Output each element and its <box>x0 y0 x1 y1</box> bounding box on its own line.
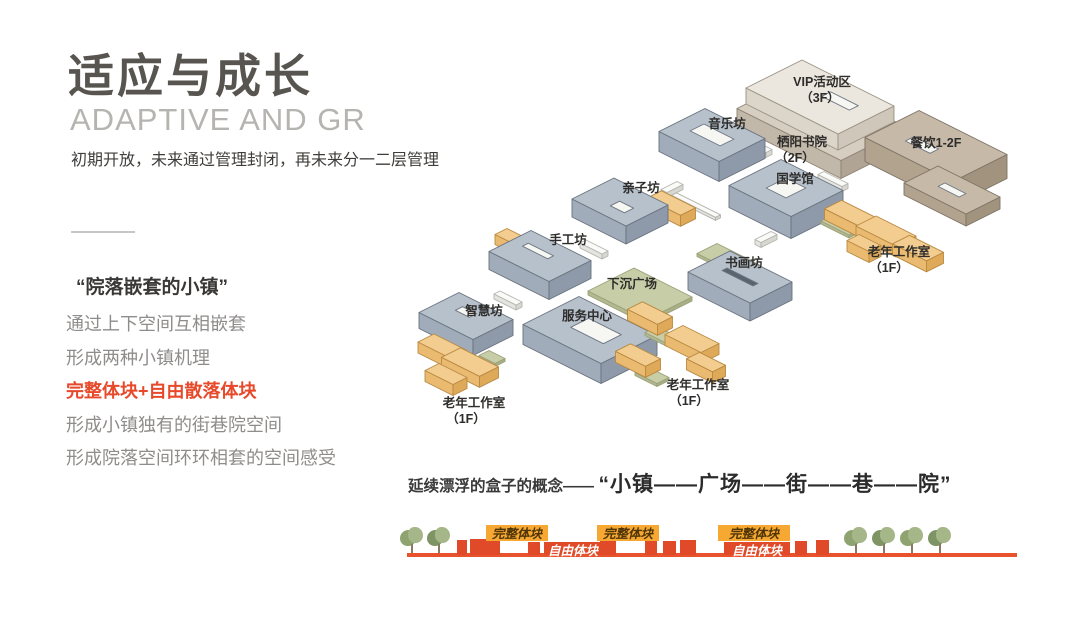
section-ground-line <box>407 553 1017 557</box>
axon-label: 亲子坊 <box>622 180 660 195</box>
axon-label: 餐饮1-2F <box>910 135 962 150</box>
axon-shape-blue <box>571 177 669 245</box>
axon-label: 下沉广场 <box>607 276 657 291</box>
section-heading: “院落嵌套的小镇” <box>76 277 229 298</box>
tree-icon <box>399 527 425 555</box>
complete-block-banner-label: 完整体块 <box>491 527 542 541</box>
description-list: 通过上下空间互相嵌套 形成两种小镇机理 完整体块+自由散落体块 形成小镇独有的街… <box>66 308 336 476</box>
tree-part <box>435 527 450 543</box>
section-block <box>600 539 616 555</box>
tree-part <box>411 544 413 555</box>
page-subtitle: ADAPTIVE AND GR <box>70 102 366 137</box>
tree-icon <box>899 527 925 555</box>
axon-label: 书画坊 <box>725 255 763 270</box>
complete-block-banner: 完整体块 <box>718 525 790 541</box>
axon-label: （1F） <box>446 411 486 426</box>
axon-shape-orange <box>846 234 882 263</box>
description-line: 通过上下空间互相嵌套 <box>66 314 246 334</box>
section-block <box>795 541 807 555</box>
section-block <box>645 541 657 555</box>
free-block-strip: 自由体块 <box>544 542 602 558</box>
axon-shape-cream <box>745 59 895 151</box>
axon-label: 音乐坊 <box>708 116 746 131</box>
axon-shape-orange <box>627 301 673 336</box>
axon-label: 老年工作室 <box>867 244 931 259</box>
complete-block-banner: 完整体块 <box>486 525 548 541</box>
tree-part <box>908 527 923 543</box>
complete-block-banner-label: 完整体块 <box>602 527 653 541</box>
complete-block-banner: 完整体块 <box>597 525 659 541</box>
axon-label: VIP活动区 <box>793 74 851 89</box>
axon-label: 服务中心 <box>562 308 613 323</box>
axon-shape-white <box>493 290 523 311</box>
axon-label: 手工坊 <box>549 232 587 247</box>
axon-shape-blue <box>658 108 766 182</box>
section-block <box>680 540 696 555</box>
axon-label: 智慧坊 <box>464 303 503 318</box>
title-note: 初期开放，未来通过管理封闭，再未来分一二层管理 <box>71 152 440 169</box>
tree-icon <box>426 527 452 555</box>
tree-icon <box>843 527 869 555</box>
free-block-strip-label: 自由体块 <box>731 544 782 558</box>
axon-label: 老年工作室 <box>666 377 730 392</box>
section-block <box>470 539 500 555</box>
tree-part <box>936 527 951 543</box>
axon-shape-white <box>754 231 778 248</box>
axon-label: （3F） <box>800 90 840 105</box>
axon-shape-white <box>579 239 609 260</box>
section-block <box>528 542 540 555</box>
axon-shape-blue <box>687 250 793 322</box>
axon-shape-orange <box>615 343 661 378</box>
tree-part <box>408 527 423 543</box>
axon-shape-tan <box>903 165 1001 227</box>
axon-shape-orange <box>892 234 944 273</box>
axon-label: 国学馆 <box>776 171 814 186</box>
concept-prefix: 延续漂浮的盒子的概念—— <box>408 478 595 495</box>
axon-shape-blue <box>418 292 514 356</box>
concept-emphasis: “小镇——广场——街——巷——院” <box>598 473 952 496</box>
section-block <box>457 540 467 555</box>
description-line: 形成院落空间环环相套的空间感受 <box>66 448 336 468</box>
axon-shape-orange <box>424 363 468 396</box>
description-line-accent: 完整体块+自由散落体块 <box>66 381 257 401</box>
tree-part <box>911 544 913 555</box>
page-title: 适应与成长 <box>68 50 313 102</box>
tree-part <box>880 527 895 543</box>
axon-label: 栖阳书院 <box>777 134 828 149</box>
section-block <box>816 540 829 555</box>
tree-part <box>883 544 885 555</box>
axon-shape-orange <box>441 347 499 388</box>
tree-part <box>438 544 440 555</box>
axon-label: （2F） <box>775 150 815 165</box>
axon-shape-orange <box>686 351 726 384</box>
axon-shape-blue <box>728 159 844 239</box>
complete-block-banner-label: 完整体块 <box>728 527 779 541</box>
tree-icon <box>871 527 897 555</box>
axon-shape-blue <box>488 230 592 300</box>
section-block <box>663 541 676 555</box>
tree-part <box>855 544 857 555</box>
tree-part <box>852 527 867 543</box>
free-block-strip-label: 自由体块 <box>547 544 598 558</box>
description-line: 形成小镇独有的街巷院空间 <box>66 414 282 435</box>
tree-part <box>939 544 941 555</box>
axon-label: 老年工作室 <box>442 395 506 410</box>
description-line: 形成两种小镇机理 <box>66 347 210 368</box>
divider-line <box>71 231 135 233</box>
free-block-strip: 自由体块 <box>724 542 790 558</box>
axon-label: （1F） <box>669 393 709 408</box>
axon-label: （1F） <box>869 260 909 275</box>
tree-icon <box>927 527 953 555</box>
concept-caption: 延续漂浮的盒子的概念—— “小镇——广场——街——巷——院” <box>408 468 951 498</box>
